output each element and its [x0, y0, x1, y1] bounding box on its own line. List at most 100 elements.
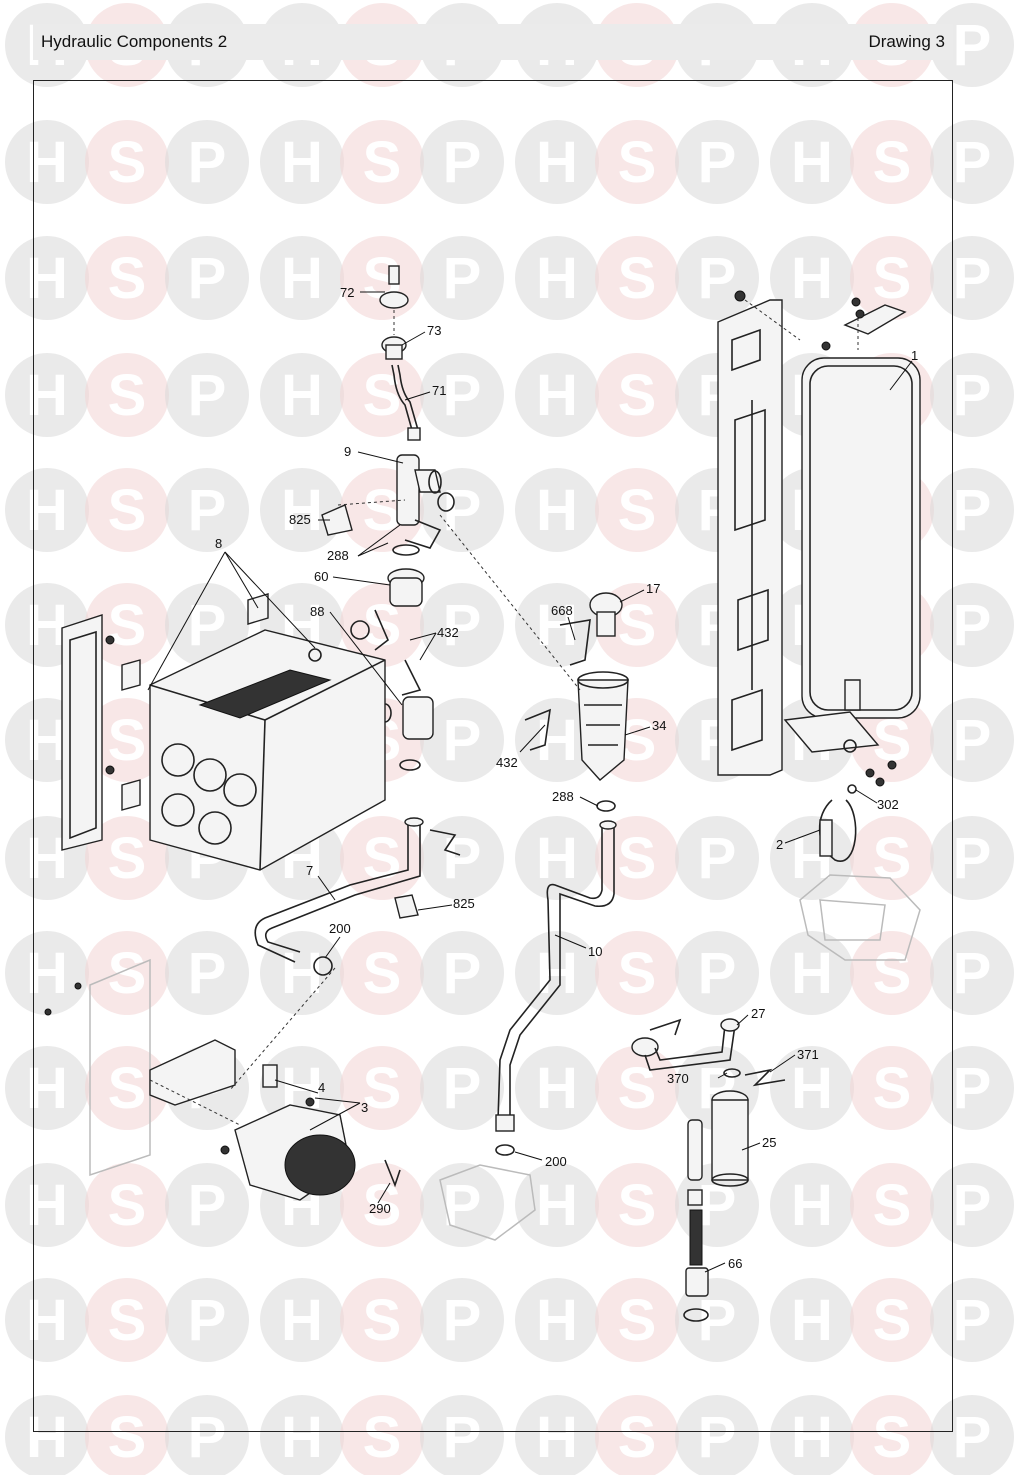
watermark-disc [595, 236, 679, 320]
callout-2: 2 [776, 837, 783, 852]
watermark-letter: S [618, 1288, 657, 1353]
callout-4: 4 [318, 1080, 325, 1095]
condensate-hose-66 [683, 1189, 709, 1322]
watermark-letter: S [618, 593, 657, 658]
callout-370: 370 [667, 1071, 689, 1086]
callout-72: 72 [340, 285, 354, 300]
watermark-disc [420, 1278, 504, 1362]
watermark-disc [5, 1163, 89, 1247]
watermark-disc [85, 353, 169, 437]
watermark-letter: H [791, 1173, 833, 1238]
watermark-disc [340, 120, 424, 204]
watermark-disc [850, 1046, 934, 1130]
watermark-letter: P [188, 130, 227, 195]
watermark-disc [165, 583, 249, 667]
watermark-disc [515, 698, 599, 782]
heat-exchanger [149, 593, 386, 871]
watermark-disc [340, 931, 424, 1015]
watermark-letter: H [791, 1056, 833, 1121]
watermark-disc [850, 931, 934, 1015]
watermark-letter: P [698, 1288, 737, 1353]
watermark-letter: H [536, 363, 578, 428]
watermark-letter: H [791, 1405, 833, 1470]
watermark-disc [5, 931, 89, 1015]
watermark-letter: P [953, 1173, 992, 1238]
watermark-letter: P [953, 1288, 992, 1353]
flow-pipe-clips [321, 499, 442, 556]
watermark-letter: P [443, 1173, 482, 1238]
watermark-disc [930, 1163, 1014, 1247]
watermark-letter: H [281, 941, 323, 1006]
watermark-letter: S [618, 363, 657, 428]
callout-labels: 72 73 71 9 825 288 8 60 88 432 668 17 34… [215, 285, 918, 1271]
watermark-disc [930, 1395, 1014, 1475]
watermark-disc [420, 698, 504, 782]
air-vent-valve [379, 265, 409, 335]
watermark-letter: H [536, 1288, 578, 1353]
watermark-disc [515, 1046, 599, 1130]
watermark-disc [85, 583, 169, 667]
watermark-letter: H [536, 1056, 578, 1121]
watermark-disc [595, 1046, 679, 1130]
watermark-disc [675, 1278, 759, 1362]
heat-exchanger-side-panel [61, 614, 141, 851]
watermark-letter: S [108, 478, 147, 543]
watermark-disc [85, 816, 169, 900]
watermark-letter: P [188, 1405, 227, 1470]
watermark-disc [85, 698, 169, 782]
watermark-disc [595, 1163, 679, 1247]
watermark-letter: S [108, 1173, 147, 1238]
watermark-disc [85, 1046, 169, 1130]
watermark-disc [515, 583, 599, 667]
watermark-letter: P [188, 1288, 227, 1353]
watermark-disc [165, 931, 249, 1015]
callout-73: 73 [427, 323, 441, 338]
watermark-disc [770, 1278, 854, 1362]
watermark-letter: P [188, 941, 227, 1006]
callout-10: 10 [588, 944, 602, 959]
watermark-disc [595, 931, 679, 1015]
watermark-letter: S [108, 130, 147, 195]
watermark-disc [85, 1163, 169, 1247]
watermark-letter: S [873, 246, 912, 311]
watermark-letter: H [281, 1288, 323, 1353]
watermark-letter: S [618, 130, 657, 195]
watermark-letter: P [953, 130, 992, 195]
callout-1: 1 [911, 348, 918, 363]
watermark-letter: P [443, 246, 482, 311]
watermark-disc [165, 1395, 249, 1475]
watermark-letter: P [443, 708, 482, 773]
watermark-letter: P [953, 941, 992, 1006]
watermark-letter: H [536, 1405, 578, 1470]
watermark-disc [85, 468, 169, 552]
watermark-letter: H [281, 246, 323, 311]
watermark-disc [515, 931, 599, 1015]
pump [149, 967, 401, 1201]
watermark-letter: P [188, 1173, 227, 1238]
watermark-disc [420, 353, 504, 437]
watermark-disc [930, 236, 1014, 320]
drawing-frame [33, 80, 953, 1432]
siphon-pipe-27 [631, 1018, 786, 1087]
watermark-letter: H [791, 1288, 833, 1353]
watermark-letter: H [536, 941, 578, 1006]
watermark-disc [515, 468, 599, 552]
watermark-disc [675, 816, 759, 900]
watermark-disc [850, 1395, 934, 1475]
watermark-letter: P [953, 363, 992, 428]
watermark-letter: P [953, 1405, 992, 1470]
watermark-letter: P [953, 246, 992, 311]
watermark-disc [420, 816, 504, 900]
watermark-letter: P [188, 246, 227, 311]
callout-290: 290 [369, 1201, 391, 1216]
air-vent-body [381, 336, 407, 360]
callout-66: 66 [728, 1256, 742, 1271]
callout-7: 7 [306, 863, 313, 878]
watermark-letter: P [188, 593, 227, 658]
watermark-disc [85, 236, 169, 320]
leader-lines [147, 291, 913, 1273]
watermark-disc [260, 1395, 344, 1475]
watermark-disc [770, 1046, 854, 1130]
watermark-disc [515, 1278, 599, 1362]
